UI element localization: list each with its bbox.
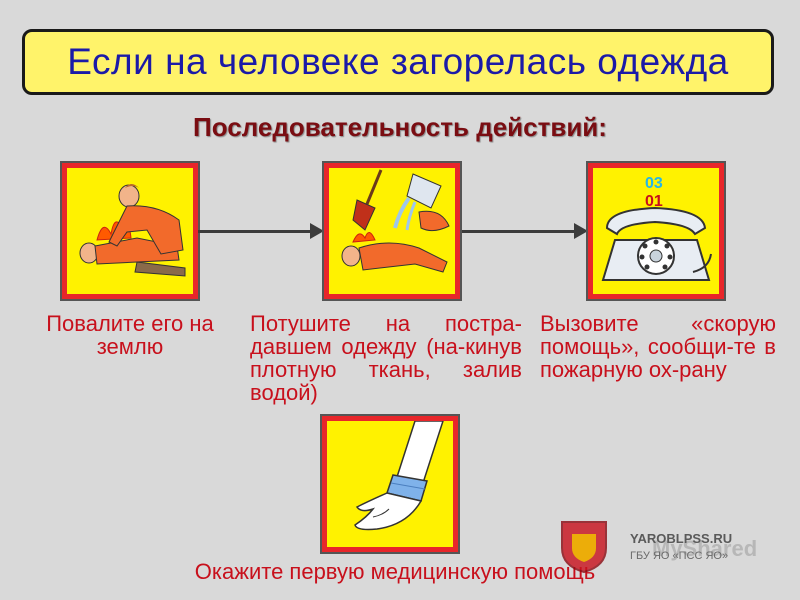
step2-caption: Потушите на постра-давшем одежду (на-кин… (250, 311, 522, 405)
step3-caption: Вызовите «скорую помощь», сообщи-те в по… (540, 311, 776, 382)
step2-picture (324, 163, 460, 299)
page-title: Если на человеке загорелась одежда (67, 41, 729, 82)
flow-arrow-1-head (310, 223, 324, 239)
step1-caption: Повалите его на землю (46, 311, 214, 359)
person-knocked-down-icon (79, 184, 186, 277)
extinguish-fire-icon (341, 169, 450, 273)
bandaged-arm-icon (354, 421, 444, 531)
emblem-shield-icon (561, 521, 607, 574)
telephone-icon: 03 01 (601, 175, 712, 281)
step1-picture (62, 163, 198, 299)
section-subtitle: Последовательность действий: (193, 112, 607, 142)
phone-number-1: 03 (645, 175, 663, 192)
flow-arrow-1 (198, 230, 314, 233)
step3-picture: 03 01 (588, 163, 724, 299)
flow-arrow-2 (460, 230, 578, 233)
flow-arrow-2-head (574, 223, 588, 239)
step4-picture (322, 416, 458, 552)
watermark-site: YAROBLPSS.RU (630, 531, 733, 546)
phone-number-2: 01 (645, 193, 663, 210)
watermark: MyShared YAROBLPSS.RU ГБУ ЯО «ПСС ЯО» (558, 518, 788, 578)
watermark-overlay: MyShared (652, 536, 758, 561)
step4-caption: Окажите первую медицинскую помощь (194, 559, 596, 584)
watermark-org: ГБУ ЯО «ПСС ЯО» (630, 550, 729, 562)
title-banner: Если на человеке загорелась одежда (22, 29, 774, 95)
